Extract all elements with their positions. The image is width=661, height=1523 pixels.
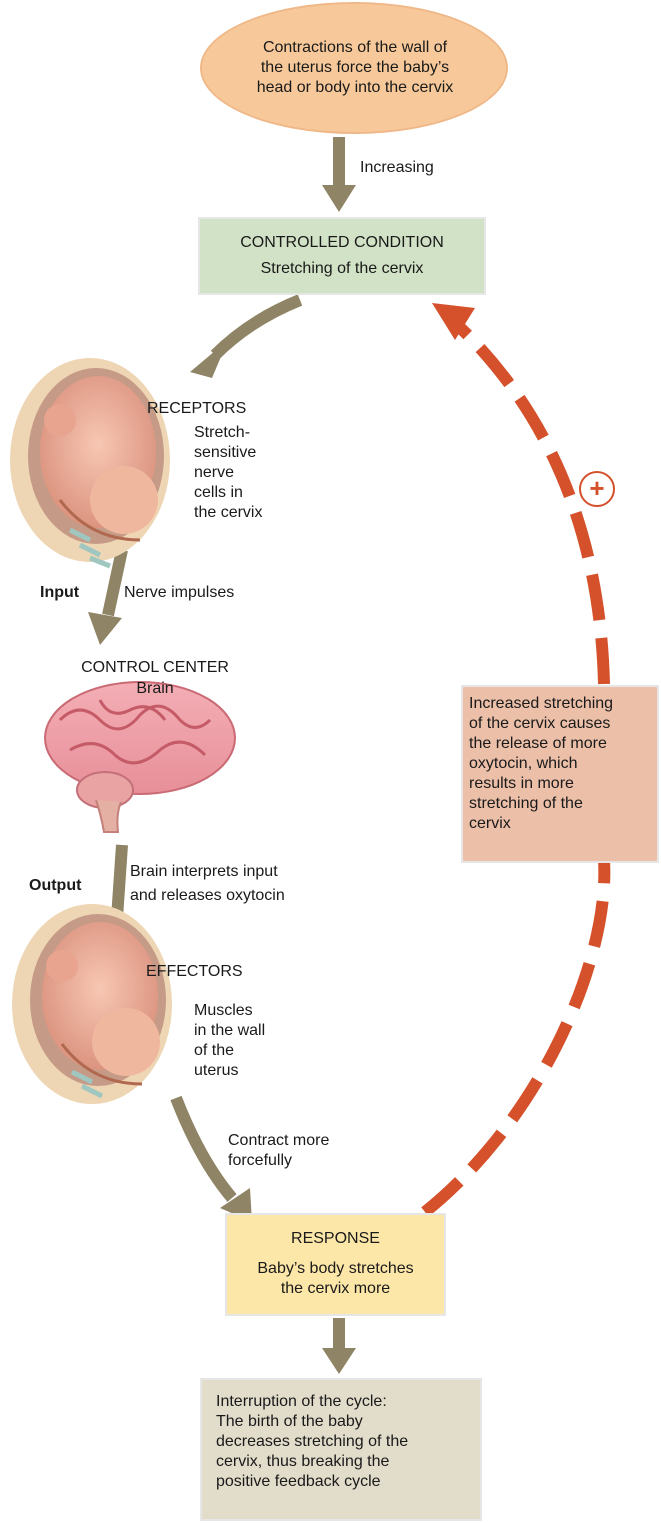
response-line-2: the cervix more [227, 1279, 444, 1299]
condition-to-receptors-arrow [190, 300, 300, 378]
effectors-description: Muscles in the wall of the uterus [194, 1001, 265, 1081]
brain-illustration [45, 682, 235, 832]
initial-stimulus-line-1: Contractions of the wall of [205, 38, 505, 58]
input-text: Nerve impulses [124, 583, 234, 603]
feedback-line-2: of the cervix causes [469, 714, 651, 734]
receptors-line-5: the cervix [194, 503, 262, 523]
effectors-line-1: Muscles [194, 1001, 265, 1021]
feedback-line-7: cervix [469, 814, 651, 834]
receptors-description: Stretch- sensitive nerve cells in the ce… [194, 423, 262, 523]
positive-feedback-symbol: + [579, 471, 615, 507]
effectors-line-4: uterus [194, 1061, 265, 1081]
receptors-line-3: nerve [194, 463, 262, 483]
effectors-title: EFFECTORS [146, 962, 243, 982]
response-box: RESPONSE Baby’s body stretches the cervi… [225, 1213, 446, 1316]
interruption-box: Interruption of the cycle: The birth of … [200, 1378, 482, 1521]
interruption-line-3: decreases stretching of the [216, 1432, 466, 1452]
interruption-line-4: cervix, thus breaking the [216, 1452, 466, 1472]
response-title: RESPONSE [227, 1229, 444, 1249]
contract-line-2: forcefully [228, 1151, 329, 1171]
initial-stimulus-line-3: head or body into the cervix [205, 78, 505, 98]
increasing-arrow [322, 137, 356, 212]
output-text: Brain interprets input and releases oxyt… [130, 862, 285, 906]
receptors-line-1: Stretch- [194, 423, 262, 443]
fetus-illustration-receptors [10, 358, 170, 566]
input-label: Input [40, 583, 79, 603]
effectors-line-2: in the wall [194, 1021, 265, 1041]
feedback-explanation-box: Increased stretching of the cervix cause… [461, 685, 659, 863]
feedback-line-6: stretching of the [469, 794, 651, 814]
response-to-interruption-arrow [322, 1318, 356, 1374]
initial-stimulus-line-2: the uterus force the baby’s [205, 58, 505, 78]
feedback-line-3: the release of more [469, 734, 651, 754]
receptors-line-2: sensitive [194, 443, 262, 463]
control-center-title: CONTROL CENTER [14, 658, 296, 678]
increasing-label: Increasing [360, 158, 434, 178]
initial-stimulus-text: Contractions of the wall of the uterus f… [205, 38, 505, 98]
feedback-line-1: Increased stretching [469, 694, 651, 714]
interruption-line-1: Interruption of the cycle: [216, 1392, 466, 1412]
controlled-condition-title: CONTROLLED CONDITION [200, 233, 484, 253]
contract-line-1: Contract more [228, 1131, 329, 1151]
interruption-line-5: positive feedback cycle [216, 1472, 466, 1492]
output-label: Output [29, 876, 81, 896]
output-line-1: Brain interprets input [130, 862, 285, 882]
fetus-illustration-effectors [12, 904, 172, 1104]
interruption-line-2: The birth of the baby [216, 1412, 466, 1432]
feedback-line-4: oxytocin, which [469, 754, 651, 774]
controlled-condition-box: CONTROLLED CONDITION Stretching of the c… [198, 217, 486, 295]
control-center-body: Brain [14, 679, 296, 699]
controlled-condition-body: Stretching of the cervix [200, 259, 484, 279]
output-line-2: and releases oxytocin [130, 886, 285, 906]
contract-text: Contract more forcefully [228, 1131, 329, 1171]
receptors-line-4: cells in [194, 483, 262, 503]
effectors-line-3: of the [194, 1041, 265, 1061]
receptors-title: RECEPTORS [147, 399, 246, 419]
response-line-1: Baby’s body stretches [227, 1259, 444, 1279]
feedback-line-5: results in more [469, 774, 651, 794]
